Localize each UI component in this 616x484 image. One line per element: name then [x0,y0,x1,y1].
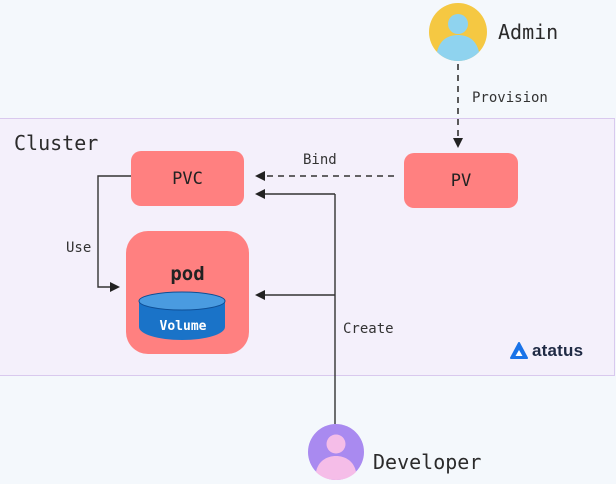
provision-label: Provision [472,90,548,106]
pv-node: PV [404,153,518,208]
pod-label: pod [170,263,205,285]
use-label: Use [66,240,92,256]
brand-logo: atatus [510,341,583,361]
developer-avatar-head [326,434,346,454]
developer-avatar [308,424,364,480]
pod-node: pod Volume [126,231,249,354]
use-edge [97,175,131,292]
developer-name: Developer [373,450,482,474]
volume-cylinder: Volume [138,291,226,340]
cluster-title: Cluster [14,131,99,155]
pvc-node: PVC [131,151,244,206]
brand-name: atatus [532,341,584,360]
create-label: Create [343,321,394,337]
pv-label: PV [450,170,472,191]
volume-label: Volume [160,319,207,334]
admin-name: Admin [498,20,559,44]
developer-avatar-body [316,456,356,480]
admin-avatar-body [437,35,479,61]
bind-label: Bind [303,152,337,168]
admin-avatar [429,3,487,61]
pvc-label: PVC [172,168,203,189]
atatus-logo-icon [510,342,528,359]
admin-avatar-head [448,14,468,34]
